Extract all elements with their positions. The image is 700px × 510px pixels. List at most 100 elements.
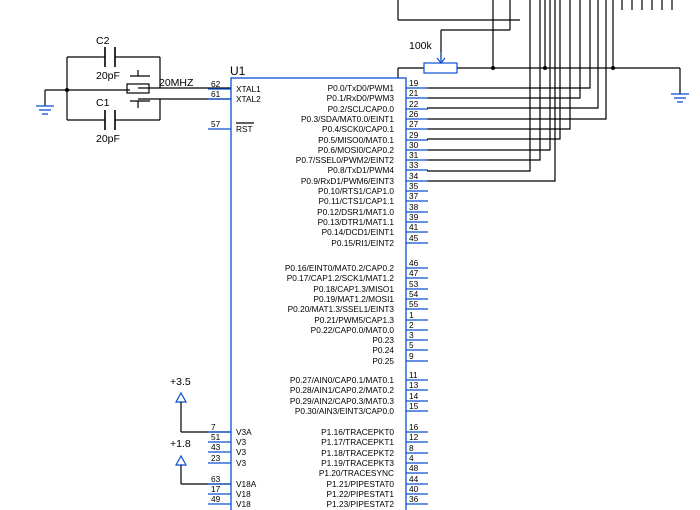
pin-name: P1.23/PIPESTAT2 [327, 499, 395, 509]
pin-name: P1.22/PIPESTAT1 [327, 489, 395, 499]
capacitor-c1-label: C1 [96, 97, 110, 109]
pin-name: P0.4/SCK0/CAP0.1 [322, 124, 394, 134]
pin-number: 1 [409, 310, 414, 320]
pin-number: 16 [409, 422, 419, 432]
pin-name: P0.12/DSR1/MAT1.0 [317, 207, 394, 217]
pin-name: XTAL2 [236, 94, 261, 104]
pin-number: 21 [409, 88, 419, 98]
pin-name: P0.10/RTS1/CAP1.0 [318, 186, 394, 196]
pin-number: 33 [409, 160, 419, 170]
crystal-value: 20MHZ [159, 77, 194, 89]
pin-number: 37 [409, 191, 419, 201]
pin-name: P0.30/AIN3/EINT3/CAP0.0 [295, 406, 395, 416]
pin-name: P0.9/RxD1/PWM6/EINT3 [301, 176, 395, 186]
pin-number: 8 [409, 443, 414, 453]
pin-number: 62 [211, 79, 221, 89]
pin-name: P0.13/DTR1/MAT1.1 [318, 217, 395, 227]
right-pin: 9P0.25 [372, 351, 428, 366]
pin-number: 51 [211, 432, 221, 442]
pin-name: P0.29/AIN2/CAP0.3/MAT0.3 [290, 396, 394, 406]
pin-name: P0.22/CAP0.0/MAT0.0 [311, 325, 395, 335]
pin-number: 15 [409, 401, 419, 411]
pin-number: 2 [409, 320, 414, 330]
capacitor-c1-symbol [101, 110, 120, 130]
right-pin: 3P0.23 [372, 330, 428, 345]
chip-body [230, 77, 407, 510]
pin-number: 27 [409, 119, 419, 129]
pin-number: 53 [409, 279, 419, 289]
pin-name: P1.21/PIPESTAT0 [327, 479, 395, 489]
pin-number: 49 [211, 494, 221, 504]
pin-name: P0.24 [372, 345, 394, 355]
pin-name: P0.14/DCD1/EINT1 [322, 227, 395, 237]
pin-name: P0.18/CAP1.3/MISO1 [313, 284, 394, 294]
pin-number: 22 [409, 99, 419, 109]
pin-name: V3 [236, 458, 247, 468]
pin-name: V18A [236, 479, 257, 489]
pin-number: 40 [409, 484, 419, 494]
power-arrow-18-icon [174, 454, 231, 485]
pin-number: 41 [409, 222, 419, 232]
pin-name: P0.0/TxD0/PWM1 [328, 83, 395, 93]
pin-name: P0.25 [372, 356, 394, 366]
bus-wiring [427, 0, 673, 182]
pin-number: 9 [409, 351, 414, 361]
pin-number: 44 [409, 474, 419, 484]
pin-name: P0.23 [372, 335, 394, 345]
pin-number: 38 [409, 202, 419, 212]
pin-number: 55 [409, 299, 419, 309]
right-pin: 8P1.18/TRACEPKT2 [321, 443, 428, 458]
power-arrow-33-icon [174, 391, 231, 433]
capacitor-c2-value: 20pF [96, 70, 120, 82]
ground-icon [36, 105, 54, 115]
right-pin: 5P0.24 [372, 340, 428, 355]
pin-number: 3 [409, 330, 414, 340]
pin-number: 11 [409, 370, 418, 380]
pin-name: P0.19/MAT1.2/MOSI1 [313, 294, 394, 304]
pin-name: P0.27/AIN0/CAP0.1/MAT0.1 [290, 375, 394, 385]
pin-number: 61 [211, 89, 221, 99]
pin-name: V18 [236, 499, 251, 509]
pin-number: 54 [409, 289, 419, 299]
power-33-label: +3.5 [170, 376, 191, 388]
pin-number: 57 [211, 119, 221, 129]
pin-name: P0.7/SSEL0/PWM2/EINT2 [296, 155, 395, 165]
pin-number: 31 [409, 150, 419, 160]
pin-name: V3 [236, 437, 247, 447]
chip-ref-label: U1 [230, 64, 246, 78]
pin-number: 12 [409, 432, 419, 442]
pin-name: P0.6/MOSI0/CAP0.2 [318, 145, 394, 155]
pin-name: P0.1/RxD0/PWM3 [327, 93, 395, 103]
pin-number: 26 [409, 109, 419, 119]
potentiometer-value: 100k [409, 40, 433, 52]
right-pin: 4P1.19/TRACEPKT3 [321, 453, 428, 468]
pin-name: P1.18/TRACEPKT2 [321, 448, 394, 458]
pin-number: 46 [409, 258, 419, 268]
capacitor-c2-label: C2 [96, 35, 110, 47]
